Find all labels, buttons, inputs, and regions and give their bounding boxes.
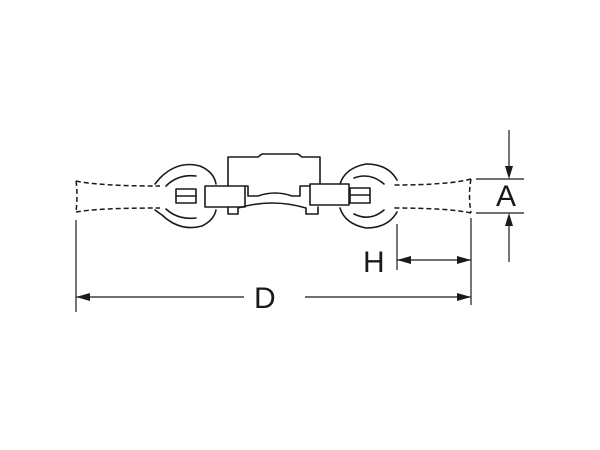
dimension-h: H [363,218,472,305]
dimension-d: D [75,220,471,315]
dimension-a-label: A [496,180,516,213]
right-hook-clip [309,163,398,229]
dimension-a: A [476,130,524,262]
left-hook-clip [154,163,246,229]
right-wire-end [391,178,472,214]
center-bridge [227,153,321,215]
dimension-h-label: H [363,246,385,279]
dimension-d-label: D [254,282,276,315]
left-wire-end [75,180,161,213]
